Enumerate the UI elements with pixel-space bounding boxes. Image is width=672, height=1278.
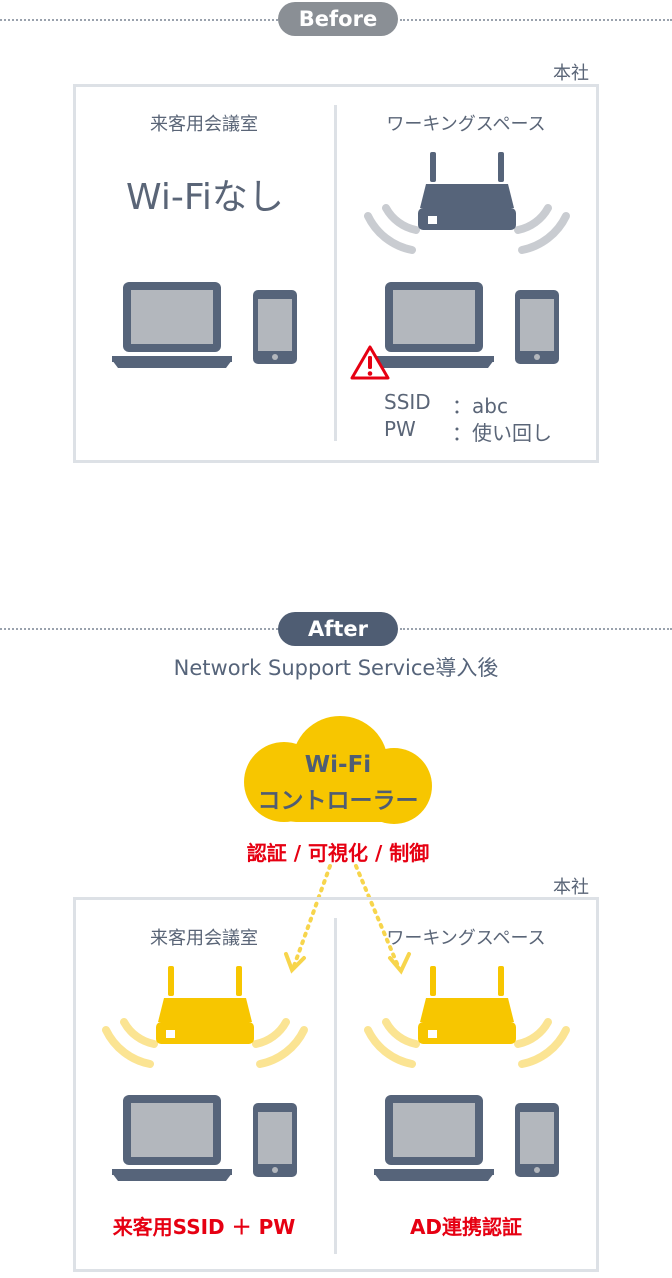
laptop-icon — [374, 282, 494, 368]
before-no-wifi-label: Wi-Fiなし — [126, 177, 284, 218]
smartphone-icon — [253, 290, 297, 364]
after-subtitle: Network Support Service導入後 — [173, 656, 499, 680]
controller-functions: 認証 / 可視化 / 制御 — [246, 841, 430, 865]
before-hq-frame — [73, 84, 599, 463]
before-divider-left — [0, 19, 278, 21]
cloud-label-line1: Wi-Fi — [304, 752, 372, 778]
smartphone-icon — [253, 1103, 297, 1177]
after-badge: After — [278, 612, 398, 646]
after-hq-label: 本社 — [553, 877, 589, 898]
laptop-icon — [112, 282, 232, 368]
after-right-room-title: ワーキングスペース — [386, 928, 546, 949]
ssid-value: ：abc — [452, 394, 508, 418]
after-left-room-title: 来客用会議室 — [150, 928, 258, 949]
router-icon — [364, 966, 570, 1068]
smartphone-icon — [515, 1103, 559, 1177]
before-left-room-title: 来客用会議室 — [150, 114, 258, 135]
router-icon — [364, 152, 570, 254]
smartphone-icon — [515, 290, 559, 364]
after-divider-right — [400, 628, 672, 630]
before-divider-right — [400, 19, 672, 21]
ssid-key: SSID — [384, 390, 431, 414]
guest-auth-caption: 来客用SSID ＋ PW — [112, 1215, 296, 1239]
before-room-divider — [334, 105, 337, 441]
cloud-label-line2: コントローラー — [257, 788, 419, 814]
ad-auth-caption: AD連携認証 — [409, 1215, 523, 1239]
after-hq-frame — [73, 897, 599, 1272]
warning-icon — [350, 345, 390, 380]
before-badge: Before — [278, 2, 398, 36]
cloud-icon — [244, 716, 432, 824]
laptop-icon — [374, 1095, 494, 1181]
router-icon — [102, 966, 308, 1068]
after-divider-left — [0, 628, 278, 630]
laptop-icon — [112, 1095, 232, 1181]
after-room-divider — [334, 918, 337, 1254]
before-hq-label: 本社 — [553, 63, 589, 84]
pw-value: ：使い回し — [452, 421, 552, 445]
before-right-room-title: ワーキングスペース — [386, 114, 546, 135]
pw-key: PW — [384, 417, 416, 441]
